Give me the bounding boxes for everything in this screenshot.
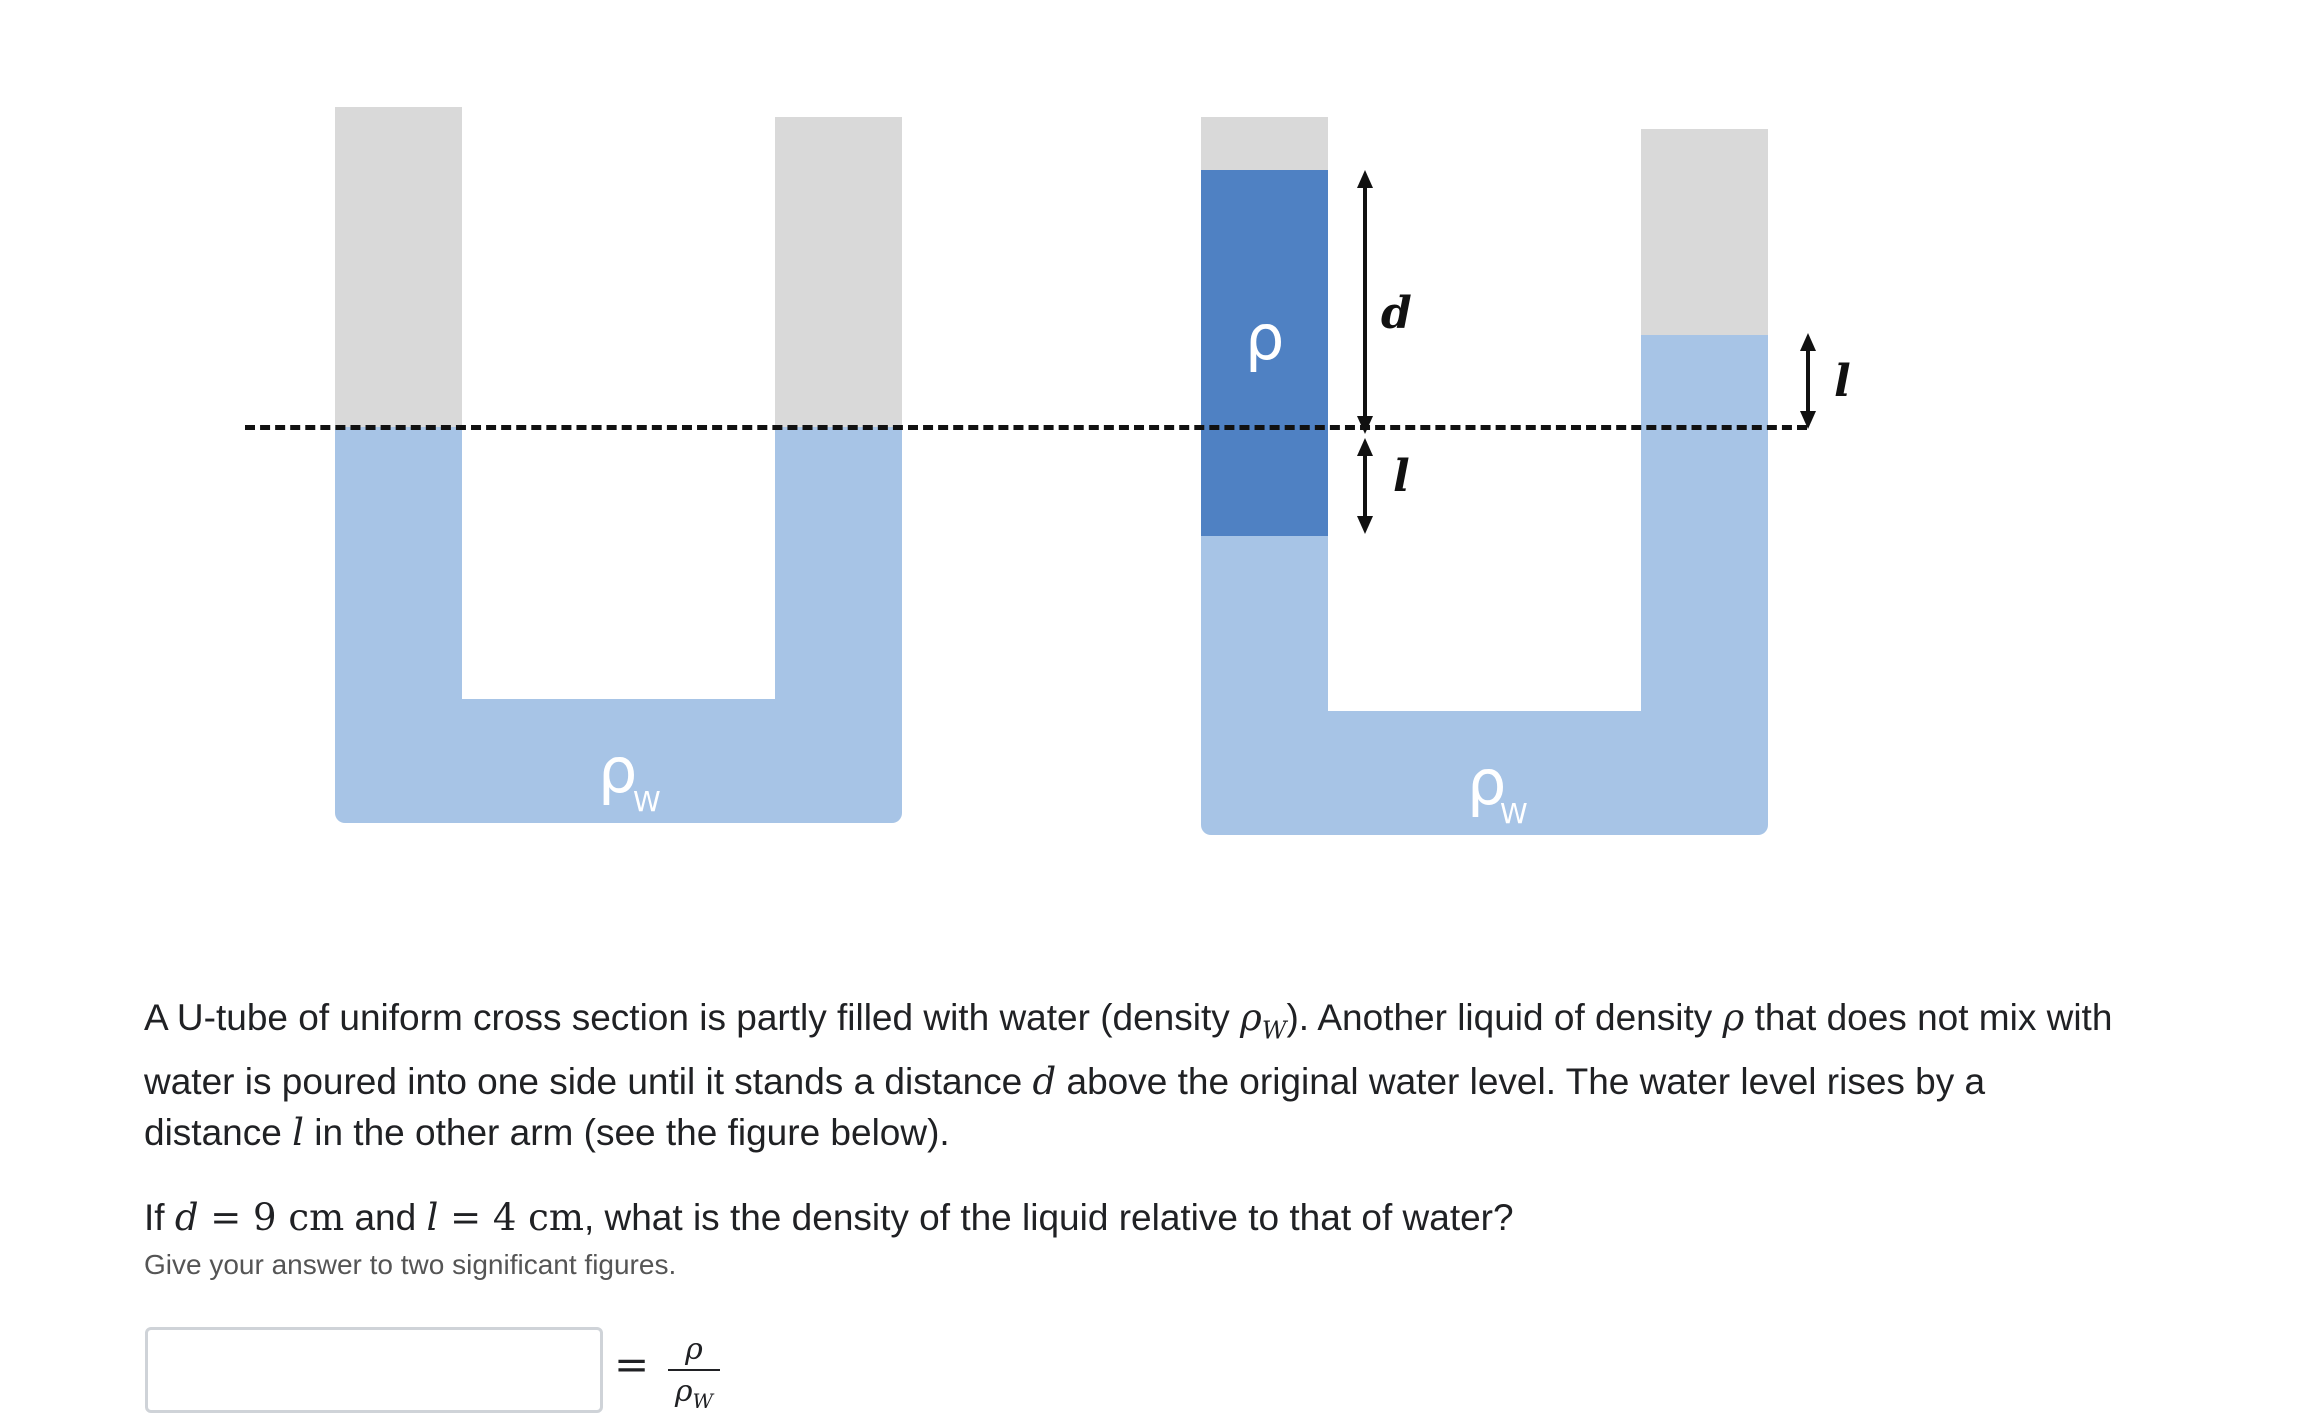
left-tube-left-arm-water [335, 427, 462, 700]
right-tube-bottom-water [1201, 711, 1768, 835]
other-liquid-rho-label: ρ [1245, 301, 1285, 374]
l-label-left-arm: l [1393, 451, 1410, 502]
right-tube-left-arm-air [1201, 117, 1328, 171]
problem-text-part: ). Another liquid of density [1286, 997, 1723, 1038]
equals-sign: = [614, 1340, 650, 1389]
fraction-denominator-symbol: ρ [674, 1374, 693, 1409]
fraction-denominator: ρW [668, 1375, 720, 1418]
math-rho: ρ [1722, 996, 1745, 1039]
question-text-part: , what is the density of the liquid rela… [583, 1197, 1514, 1238]
left-tube-left-arm-air [335, 107, 462, 427]
question-text-part: If [144, 1197, 175, 1238]
answer-hint: Give your answer to two significant figu… [144, 1249, 677, 1280]
math-d: d [1032, 1060, 1057, 1104]
math-rho: ρ [1240, 996, 1262, 1039]
math-l: l [426, 1196, 439, 1239]
d-label: d [1381, 288, 1412, 339]
fraction-denominator-subscript: W [692, 1389, 714, 1413]
math-d: d [174, 1196, 199, 1239]
problem-text-part: that does not mix with water is poured i… [144, 997, 2113, 1103]
left-tube-right-arm-water [775, 427, 902, 700]
right-tube-right-arm-water [1641, 335, 1768, 712]
math-l: l [292, 1111, 304, 1155]
right-tube-water-rho-subscript: W [1500, 797, 1528, 830]
d-dimension-arrow [1357, 170, 1373, 434]
left-tube-rho-subscript: W [633, 785, 661, 818]
l-label-right-arm: l [1834, 356, 1851, 407]
left-tube-right-arm-air [775, 117, 902, 427]
fraction-bar [668, 1369, 720, 1371]
question-text-part: and [344, 1197, 427, 1238]
density-ratio-fraction: ρ ρW [668, 1333, 720, 1418]
math-subscript-w: W [1261, 1016, 1287, 1045]
original-water-level-line [245, 425, 1807, 430]
right-tube-water-rho-label: ρ [1467, 746, 1507, 819]
left-tube-bottom-water [335, 699, 902, 823]
problem-text-part: above the original water level. The wate… [144, 1061, 1986, 1154]
problem-statement: A U-tube of uniform cross section is par… [144, 992, 2124, 1158]
right-tube-right-arm-air [1641, 129, 1768, 336]
problem-text-part: in the other arm (see the figure below). [303, 1112, 950, 1154]
left-tube-rho-label: ρ [598, 734, 638, 807]
math-l-value: = 4 cm [438, 1196, 584, 1239]
fraction-numerator: ρ [685, 1332, 703, 1367]
right-tube-other-liquid-column [1201, 170, 1328, 536]
answer-input[interactable] [145, 1327, 603, 1413]
problem-question: If d = 9 cm and l = 4 cm, what is the de… [144, 1193, 2124, 1243]
l-dimension-arrow-right-arm [1800, 333, 1816, 429]
problem-text-part: A U-tube of uniform cross section is par… [144, 997, 1241, 1038]
math-d-value: = 9 cm [198, 1196, 345, 1239]
right-tube-left-arm-water [1201, 536, 1328, 712]
l-dimension-arrow-left-arm [1357, 438, 1373, 534]
